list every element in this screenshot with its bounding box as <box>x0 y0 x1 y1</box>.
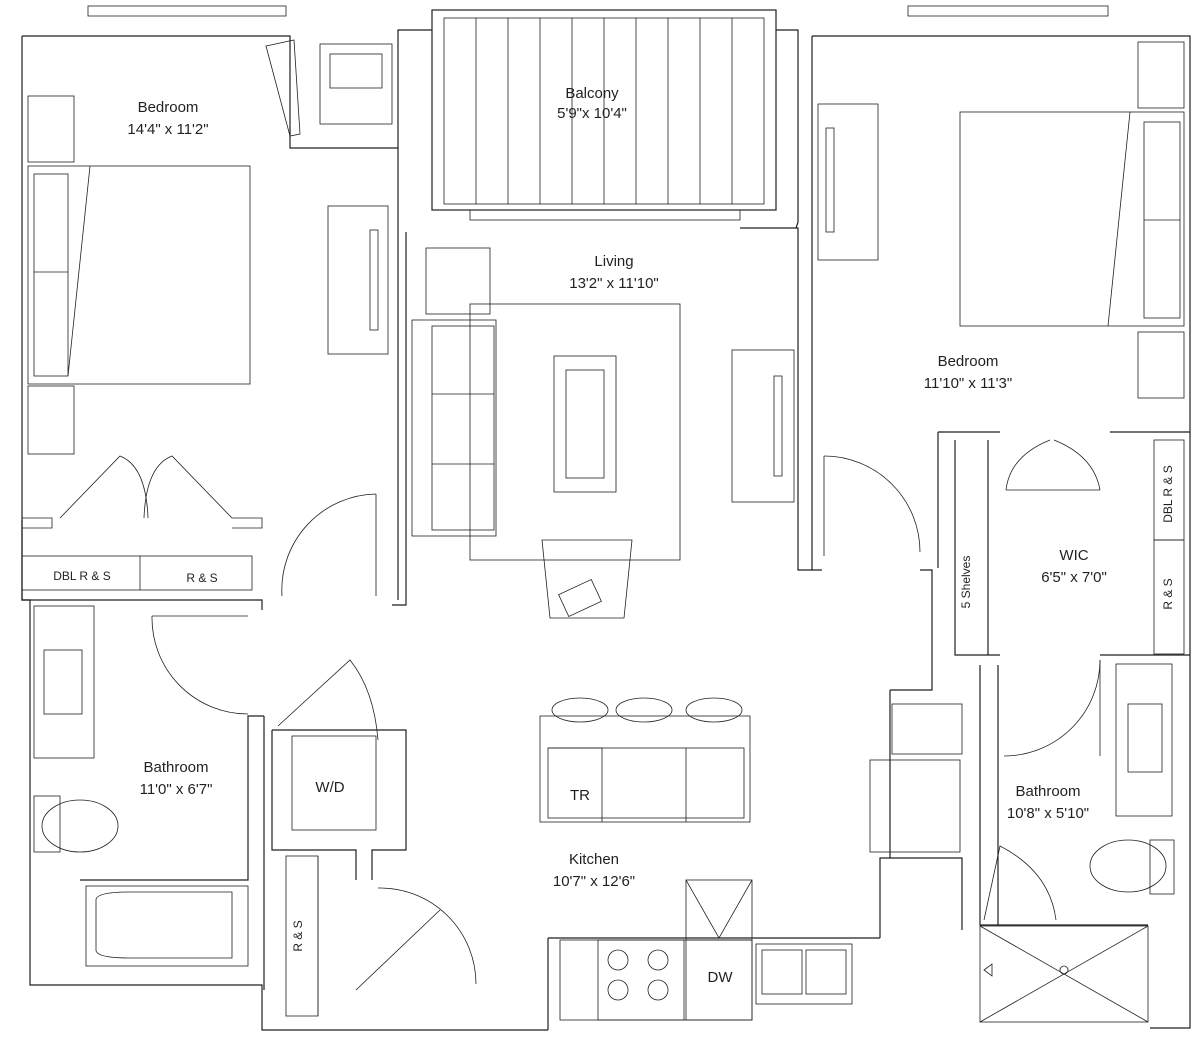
living-furniture <box>411 247 795 619</box>
labels: Bedroom 14'4" x 11'2" Balcony 5'9"x 10'4… <box>53 85 1175 986</box>
bar-stool <box>551 697 609 723</box>
dresser <box>817 103 879 261</box>
room-dims-kitchen: 10'7" x 12'6" <box>553 873 635 890</box>
room-name-living: Living <box>594 253 633 270</box>
room-dims-balcony: 5'9"x 10'4" <box>557 105 627 122</box>
room-name-bathroom-right: Bathroom <box>1015 783 1080 800</box>
armchair <box>541 539 633 619</box>
hall-laundry <box>277 659 477 1017</box>
stove <box>597 939 685 1021</box>
right-bathroom <box>979 659 1175 1023</box>
pantry <box>891 703 963 755</box>
room-dims-bedroom-right: 11'10" x 11'3" <box>924 375 1012 392</box>
dresser <box>327 205 389 355</box>
fixture-rs-left: R & S <box>186 571 217 585</box>
fixture-rs-hall: R & S <box>291 920 305 951</box>
left-bathroom <box>33 605 249 967</box>
washer-dryer <box>291 735 377 831</box>
fixture-dishwasher: DW <box>708 969 734 986</box>
room-name-kitchen: Kitchen <box>569 851 619 868</box>
bar-stool <box>615 697 673 723</box>
walls <box>21 5 1191 1031</box>
nightstand <box>27 385 75 455</box>
left-bedroom-furniture <box>21 39 393 597</box>
bathtub <box>85 885 249 967</box>
room-name-balcony: Balcony <box>565 85 619 102</box>
nightstand <box>1137 41 1185 109</box>
room-name-bathroom-left: Bathroom <box>143 759 208 776</box>
fixture-five-shelves: 5 Shelves <box>959 556 973 609</box>
right-bedroom-furniture <box>817 41 1185 655</box>
bed <box>27 165 251 385</box>
range-hood <box>685 879 753 941</box>
fridge <box>869 759 961 853</box>
closet <box>21 555 253 591</box>
room-dims-bathroom-right: 10'8" x 5'10" <box>1007 805 1089 822</box>
bed <box>959 111 1185 327</box>
sofa <box>411 319 497 537</box>
room-dims-wic: 6'5" x 7'0" <box>1041 569 1107 586</box>
vanity <box>33 605 95 759</box>
kitchen-furniture <box>539 697 963 1021</box>
room-name-wic: WIC <box>1059 547 1088 564</box>
side-table <box>425 247 491 315</box>
media-console <box>731 349 795 503</box>
fixture-dbl-rs-wic: DBL R & S <box>1161 465 1175 523</box>
fixture-washer-dryer: W/D <box>315 779 344 796</box>
bar-stool <box>685 697 743 723</box>
desk <box>319 43 393 125</box>
rug <box>469 303 681 561</box>
balcony <box>431 9 777 221</box>
room-dims-bedroom-left: 14'4" x 11'2" <box>127 121 208 138</box>
toilet <box>1089 839 1167 893</box>
room-name-bedroom-left: Bedroom <box>138 99 199 116</box>
dishwasher <box>685 939 753 1021</box>
fixture-trash: TR <box>570 787 590 804</box>
vanity <box>1115 663 1173 817</box>
toilet <box>41 799 119 853</box>
room-dims-living: 13'2" x 11'10" <box>569 275 659 292</box>
island <box>539 715 751 823</box>
coffee-table <box>553 355 617 493</box>
nightstand <box>1137 331 1185 399</box>
fixture-rs-wic: R & S <box>1161 578 1175 609</box>
room-name-bedroom-right: Bedroom <box>938 353 999 370</box>
sink <box>755 943 853 1005</box>
room-dims-bathroom-left: 11'0" x 6'7" <box>140 781 213 798</box>
fixture-dbl-rs-left: DBL R & S <box>53 569 111 583</box>
shower <box>979 925 1149 1023</box>
nightstand <box>27 95 75 163</box>
